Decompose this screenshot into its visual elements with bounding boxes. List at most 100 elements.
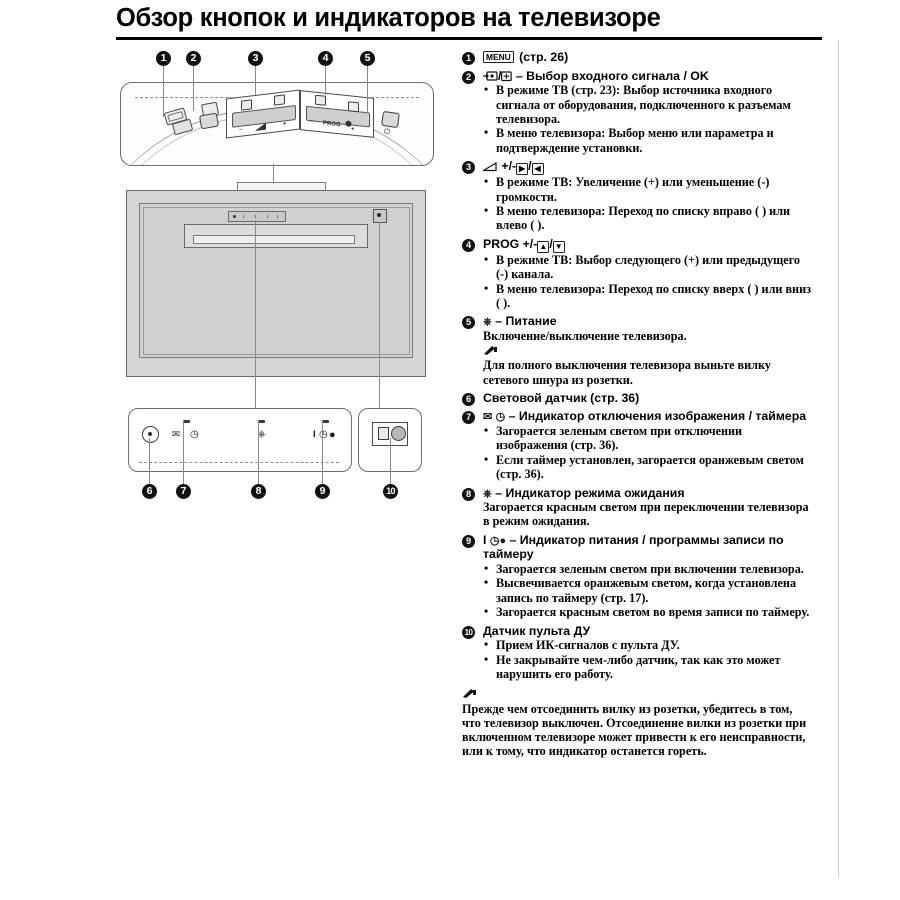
input-select-icon	[483, 70, 498, 81]
tv-stand-inner	[193, 235, 355, 244]
volume-minus-label: –	[239, 126, 243, 133]
leader-line-6	[149, 438, 151, 486]
legend-heading-9: I ◷● – Индикатор питания / программы зап…	[483, 533, 814, 562]
legend-heading-4-text: PROG +/-	[483, 236, 538, 251]
leader-line-5	[367, 65, 369, 113]
indicator-tick	[243, 214, 244, 218]
legend-number-10: 10	[462, 625, 475, 639]
prog-minus-label: –	[310, 118, 314, 125]
footer-note: Прежде чем отсоединить вилку из розетки,…	[462, 687, 814, 758]
legend-heading-3: +/-▶/◀	[481, 159, 814, 176]
callout-marker-9: 9	[315, 484, 330, 499]
list-item: Загорается зеленым светом при включении …	[483, 561, 814, 576]
legend-heading-10: Датчик пульта ДУ	[483, 623, 591, 638]
legend-bullets-4: В режиме ТВ: Выбор следующего (+) или пр…	[483, 252, 814, 311]
tv-indicator-strip	[228, 211, 286, 222]
arrow-right-key-icon: ▶	[516, 163, 529, 176]
legend-bullets-10: Прием ИК-сигналов с пульта ДУ. Не закрыв…	[483, 637, 814, 681]
timer-clock-icon: ◷	[319, 429, 328, 440]
picture-off-envelope-icon: ✉	[172, 429, 180, 440]
volume-plus-label: +	[283, 121, 287, 128]
indicator-detail-panel	[128, 408, 352, 472]
page-right-rule	[838, 40, 839, 878]
leader-line-9	[322, 420, 324, 486]
legend-item-2: 2 / – Выбор входного сигнала / OK В режи…	[462, 69, 814, 156]
legend-item-7: 7 ✉ ◷ – Индикатор отключения изображения…	[462, 409, 814, 481]
legend-item-4: 4 PROG +/-▲/▼ В режиме ТВ: Выбор следующ…	[462, 237, 814, 311]
led-mark-7	[183, 420, 190, 424]
timer-clock-icon: ◷	[489, 534, 500, 547]
legend-item-1: 1 MENU (стр. 26)	[462, 50, 814, 65]
legend-heading-7: ✉ ◷ – Индикатор отключения изображения /…	[483, 409, 814, 424]
prog-dot-icon	[345, 120, 352, 127]
indicator-tick	[277, 214, 278, 218]
legend-bullets-7: Загорается зеленым светом при отключении…	[483, 423, 814, 482]
legend-number-2: 2	[462, 70, 475, 84]
legend-body-8: Загорается красным светом при переключен…	[483, 500, 809, 529]
pencil-note-icon	[483, 345, 497, 356]
leader-line-indicator-strip	[255, 220, 257, 408]
list-item: Загорается красным светом во время запис…	[483, 604, 814, 619]
page-title: Обзор кнопок и индикаторов на телевизоре	[116, 4, 661, 32]
legend-number-8: 8	[462, 487, 475, 501]
timer-clock-icon: ◷	[495, 411, 506, 424]
legend-bullets-9: Загорается зеленым светом при включении …	[483, 561, 814, 620]
legend-number-1: 1	[462, 52, 475, 65]
legend-number-9: 9	[462, 534, 475, 548]
legend-column: 1 MENU (стр. 26) 2 / – Выбор в	[462, 50, 814, 759]
callout-marker-8: 8	[251, 484, 266, 499]
list-item: В режиме ТВ: Увеличение (+) или уменьшен…	[483, 174, 814, 204]
indicator-tick	[267, 214, 268, 218]
leader-line-2	[193, 65, 195, 111]
indicator-dot	[233, 214, 236, 218]
legend-number-3: 3	[462, 161, 475, 175]
volume-wedge-icon	[255, 122, 266, 131]
power-button-shape	[381, 110, 400, 129]
list-item: В режиме ТВ: Выбор следующего (+) или пр…	[483, 252, 814, 282]
light-sensor-icon	[142, 426, 159, 443]
legend-number-4: 4	[462, 238, 475, 252]
standby-power-icon: ⎈	[483, 487, 492, 500]
menu-key-icon: MENU	[483, 51, 514, 63]
remote-sensor-lens	[391, 426, 406, 441]
legend-number-6: 6	[462, 392, 475, 406]
volume-wedge-icon	[481, 162, 497, 172]
callout-marker-5: 5	[360, 51, 375, 66]
legend-heading-4: PROG +/-▲/▼	[483, 237, 814, 253]
callout-marker-4: 4	[318, 51, 333, 66]
power-line-icon: I	[313, 429, 316, 440]
list-item: В меню телевизора: Переход по списку впр…	[483, 203, 814, 233]
leader-line-1	[163, 65, 165, 117]
list-item: Загорается зеленым светом при отключении…	[483, 423, 814, 453]
arrow-left-key-icon: ◀	[531, 163, 544, 176]
detail-panel-dash	[139, 462, 339, 463]
legend-heading-1: MENU (стр. 26)	[483, 50, 814, 65]
list-item: В режиме ТВ (стр. 23): Выбор источника в…	[483, 82, 814, 126]
leader-line-10	[390, 438, 392, 486]
tv-illustration: 1 2 3 4 5 – +	[110, 48, 450, 518]
power-icon: ⎈	[483, 316, 492, 329]
prog-rocker: – PROG +	[300, 90, 374, 138]
prog-plus-key	[348, 101, 359, 113]
legend-heading-9-text: – Индикатор питания / программы записи п…	[483, 532, 784, 562]
callout-marker-10: 10	[383, 484, 398, 499]
legend-heading-7-text: – Индикатор отключения изображения / тай…	[508, 409, 807, 424]
power-icon: ⏻	[384, 127, 391, 136]
pencil-note-icon	[462, 688, 476, 699]
legend-item-3: 3 +/-▶/◀ В режиме ТВ: Увеличение (+) или…	[462, 159, 814, 233]
callout-marker-2: 2	[186, 51, 201, 66]
record-dot-icon: ●	[499, 534, 507, 547]
indicator-tick	[255, 214, 256, 218]
legend-heading-8: ⎈ – Индикатор режима ожидания	[483, 486, 814, 501]
volume-rocker: – +	[226, 89, 300, 139]
legend-note-5: Для полного выключения телевизора выньте…	[483, 344, 814, 387]
legend-item-8: 8 ⎈ – Индикатор режима ожидания Загорает…	[462, 486, 814, 529]
led-mark-8	[258, 420, 265, 424]
legend-item-10: 10 Датчик пульта ДУ Прием ИК-сигналов с …	[462, 624, 814, 682]
title-underline	[116, 37, 822, 40]
list-item: Высвечивается оранжевым светом, когда ус…	[483, 575, 814, 605]
leader-line-8	[258, 420, 260, 486]
legend-number-7: 7	[462, 411, 475, 425]
prog-minus-key	[315, 94, 326, 106]
